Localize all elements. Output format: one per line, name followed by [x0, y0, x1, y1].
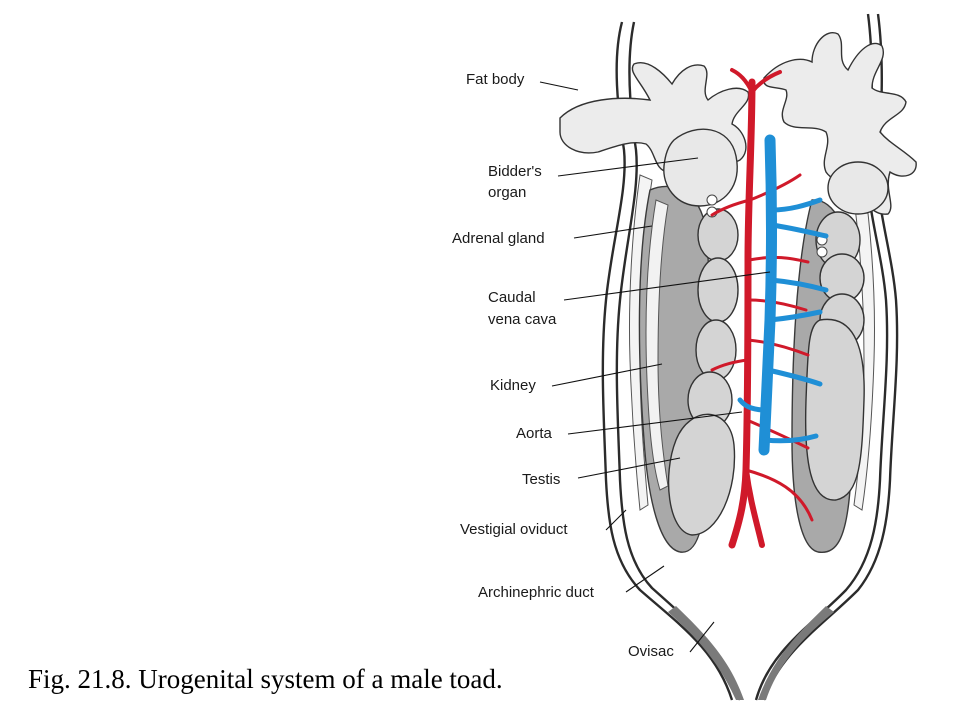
- label-bidders-organ-line1: Bidder's: [488, 163, 542, 180]
- labels: Fat body Bidder's organ Adrenal gland Ca…: [452, 71, 674, 660]
- aorta: [710, 68, 814, 549]
- label-fat-body: Fat body: [466, 71, 525, 88]
- label-caudal-vena-cava-line2: vena cava: [488, 311, 557, 328]
- ovisac: [668, 606, 834, 700]
- label-caudal-vena-cava-line1: Caudal: [488, 289, 536, 306]
- label-adrenal-gland: Adrenal gland: [452, 230, 545, 247]
- label-bidders-organ-line2: organ: [488, 184, 526, 201]
- figure-caption: Fig. 21.8. Urogenital system of a male t…: [28, 664, 503, 694]
- label-archinephric-duct: Archinephric duct: [478, 584, 595, 601]
- label-ovisac: Ovisac: [628, 643, 674, 660]
- label-aorta: Aorta: [516, 425, 553, 442]
- label-testis: Testis: [522, 471, 560, 488]
- leader-lines: [539, 81, 771, 653]
- label-vestigial-oviduct: Vestigial oviduct: [460, 521, 568, 538]
- bidders-organ-left: [663, 128, 738, 207]
- caudal-vena-cava: [737, 134, 829, 456]
- bidders-organ-right: [827, 161, 889, 215]
- testis-left: [667, 208, 739, 536]
- label-kidney: Kidney: [490, 377, 536, 394]
